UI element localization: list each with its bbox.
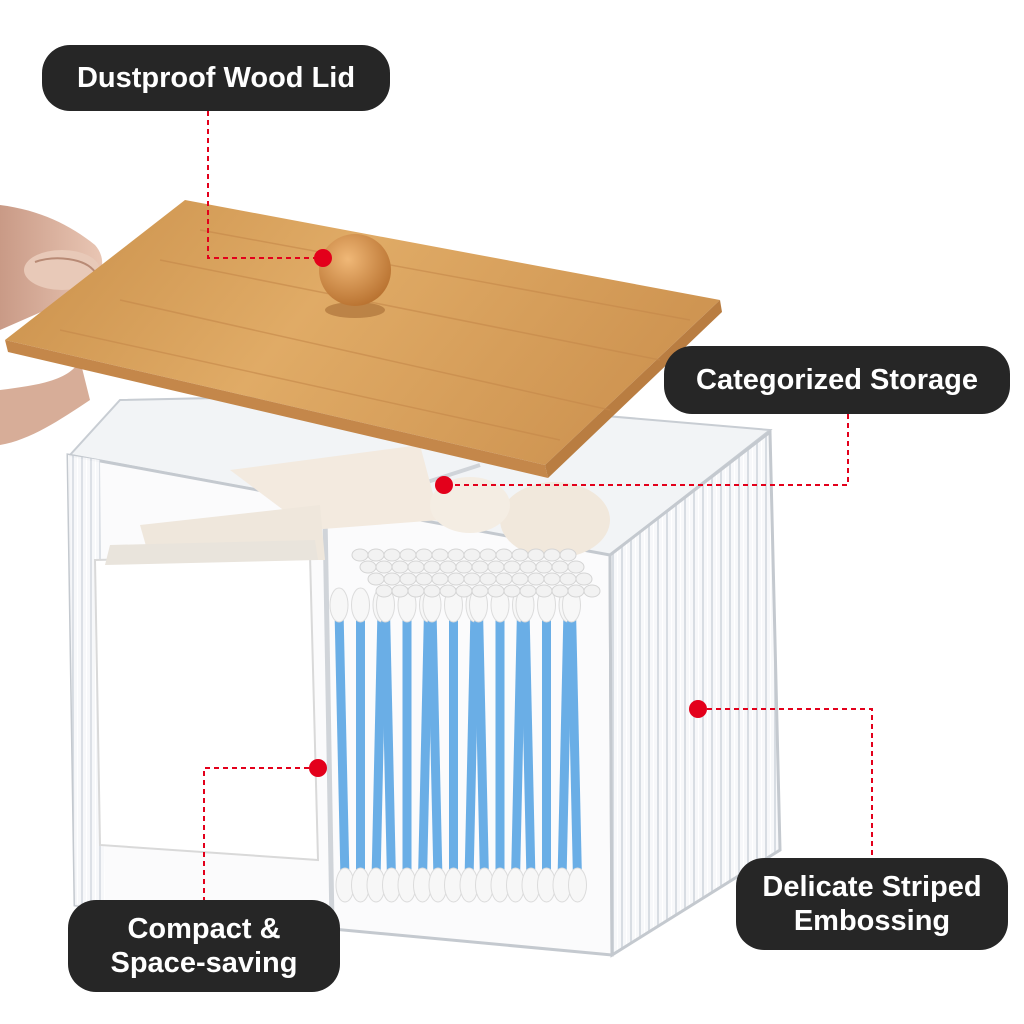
- wood-lid: [5, 200, 722, 478]
- swab-tip-back: [503, 584, 521, 598]
- cotton-swabs: [329, 548, 601, 903]
- swab-tip-back: [503, 560, 521, 574]
- swab-stick: [418, 609, 433, 881]
- swab-tip-back: [423, 560, 441, 574]
- callout-text-line2: Embossing: [793, 905, 951, 937]
- callout-categorized-storage: Categorized Storage: [664, 346, 1010, 414]
- swab-tip-back: [543, 548, 561, 562]
- swab-tip-back: [439, 560, 457, 574]
- swab-tip-back: [519, 560, 537, 574]
- swab-tip-back: [487, 560, 505, 574]
- swab-tip-back: [447, 572, 465, 586]
- swab-tip-back: [575, 572, 593, 586]
- swab-tip-back: [471, 560, 489, 574]
- swab-tip-back: [367, 572, 385, 586]
- swab-stick: [334, 609, 350, 881]
- swab-tip-back: [455, 584, 473, 598]
- swab-tip-back: [415, 572, 433, 586]
- swab-tip-back: [535, 584, 553, 598]
- swab-tip-back: [447, 548, 465, 562]
- swab-tip-back: [559, 548, 577, 562]
- marker-compact: [309, 759, 327, 777]
- swab-tip-back: [559, 572, 577, 586]
- swab-tip-back: [399, 572, 417, 586]
- swab-stick: [371, 609, 387, 881]
- swab-stick: [381, 609, 396, 881]
- swab-tip-back: [375, 584, 393, 598]
- swab-stick: [511, 609, 526, 881]
- marker-emboss: [689, 700, 707, 718]
- callout-dustproof-wood-lid: Dustproof Wood Lid: [42, 45, 390, 111]
- swab-tip-back: [583, 584, 601, 598]
- callout-leaders: [203, 111, 873, 900]
- swab-tip-back: [375, 560, 393, 574]
- swab-tip-back: [543, 572, 561, 586]
- hand: [0, 205, 103, 445]
- swab-tip-back: [535, 560, 553, 574]
- callout-markers: [309, 249, 707, 777]
- swab-tip: [351, 587, 370, 623]
- swab-tip-back: [551, 584, 569, 598]
- swab-tip-back: [383, 572, 401, 586]
- wood-knob: [319, 234, 391, 318]
- swab-stick: [464, 609, 480, 881]
- swab-tip-back: [519, 584, 537, 598]
- swab-tip-back: [527, 572, 545, 586]
- swab-tip-back: [471, 584, 489, 598]
- swab-tip: [568, 867, 587, 903]
- swab-tip-back: [391, 560, 409, 574]
- swab-tip-back: [431, 572, 449, 586]
- swab-tip-back: [495, 548, 513, 562]
- swab-tip-back: [567, 584, 585, 598]
- callout-text-line2: Space-saving: [110, 947, 298, 979]
- swab-tip-back: [463, 572, 481, 586]
- callout-compact-space-saving: Compact & Space-saving: [68, 900, 340, 992]
- swab-tip-back: [439, 584, 457, 598]
- swab-tip-back: [431, 548, 449, 562]
- swab-tip-back: [479, 548, 497, 562]
- callout-text-line1: Delicate Striped: [762, 871, 982, 903]
- swab-tip-back: [423, 584, 441, 598]
- swab-tip-back: [367, 548, 385, 562]
- swab-tip-back: [511, 548, 529, 562]
- callout-text-line1: Compact &: [127, 913, 281, 945]
- swab-tip-back: [551, 560, 569, 574]
- swab-tip-back: [527, 548, 545, 562]
- marker-storage: [435, 476, 453, 494]
- swab-tip-back: [383, 548, 401, 562]
- swab-tip-back: [495, 572, 513, 586]
- marker-lid: [314, 249, 332, 267]
- swab-tip-back: [351, 548, 369, 562]
- swab-stick: [557, 609, 573, 881]
- cotton-balls: [430, 477, 610, 558]
- swab-tip-back: [487, 584, 505, 598]
- swab-stick: [520, 609, 536, 881]
- swab-tip-back: [407, 584, 425, 598]
- callout-text: Dustproof Wood Lid: [76, 62, 356, 94]
- swab-tip-back: [463, 548, 481, 562]
- swab-tip-back: [415, 548, 433, 562]
- swab-stick: [427, 609, 443, 881]
- swab-tip-back: [359, 560, 377, 574]
- swab-tip-back: [479, 572, 497, 586]
- swab-tip-back: [407, 560, 425, 574]
- callout-striped-embossing: Delicate Striped Embossing: [736, 858, 1008, 950]
- swab-tip-back: [399, 548, 417, 562]
- swab-tip-back: [567, 560, 585, 574]
- swab-tip: [329, 587, 349, 623]
- swab-tip-back: [455, 560, 473, 574]
- callout-text: Categorized Storage: [696, 364, 978, 396]
- swab-stick: [567, 609, 582, 881]
- swab-tip-back: [391, 584, 409, 598]
- swab-tip-back: [511, 572, 529, 586]
- swab-stick: [474, 609, 489, 881]
- cotton-pads: [93, 445, 440, 862]
